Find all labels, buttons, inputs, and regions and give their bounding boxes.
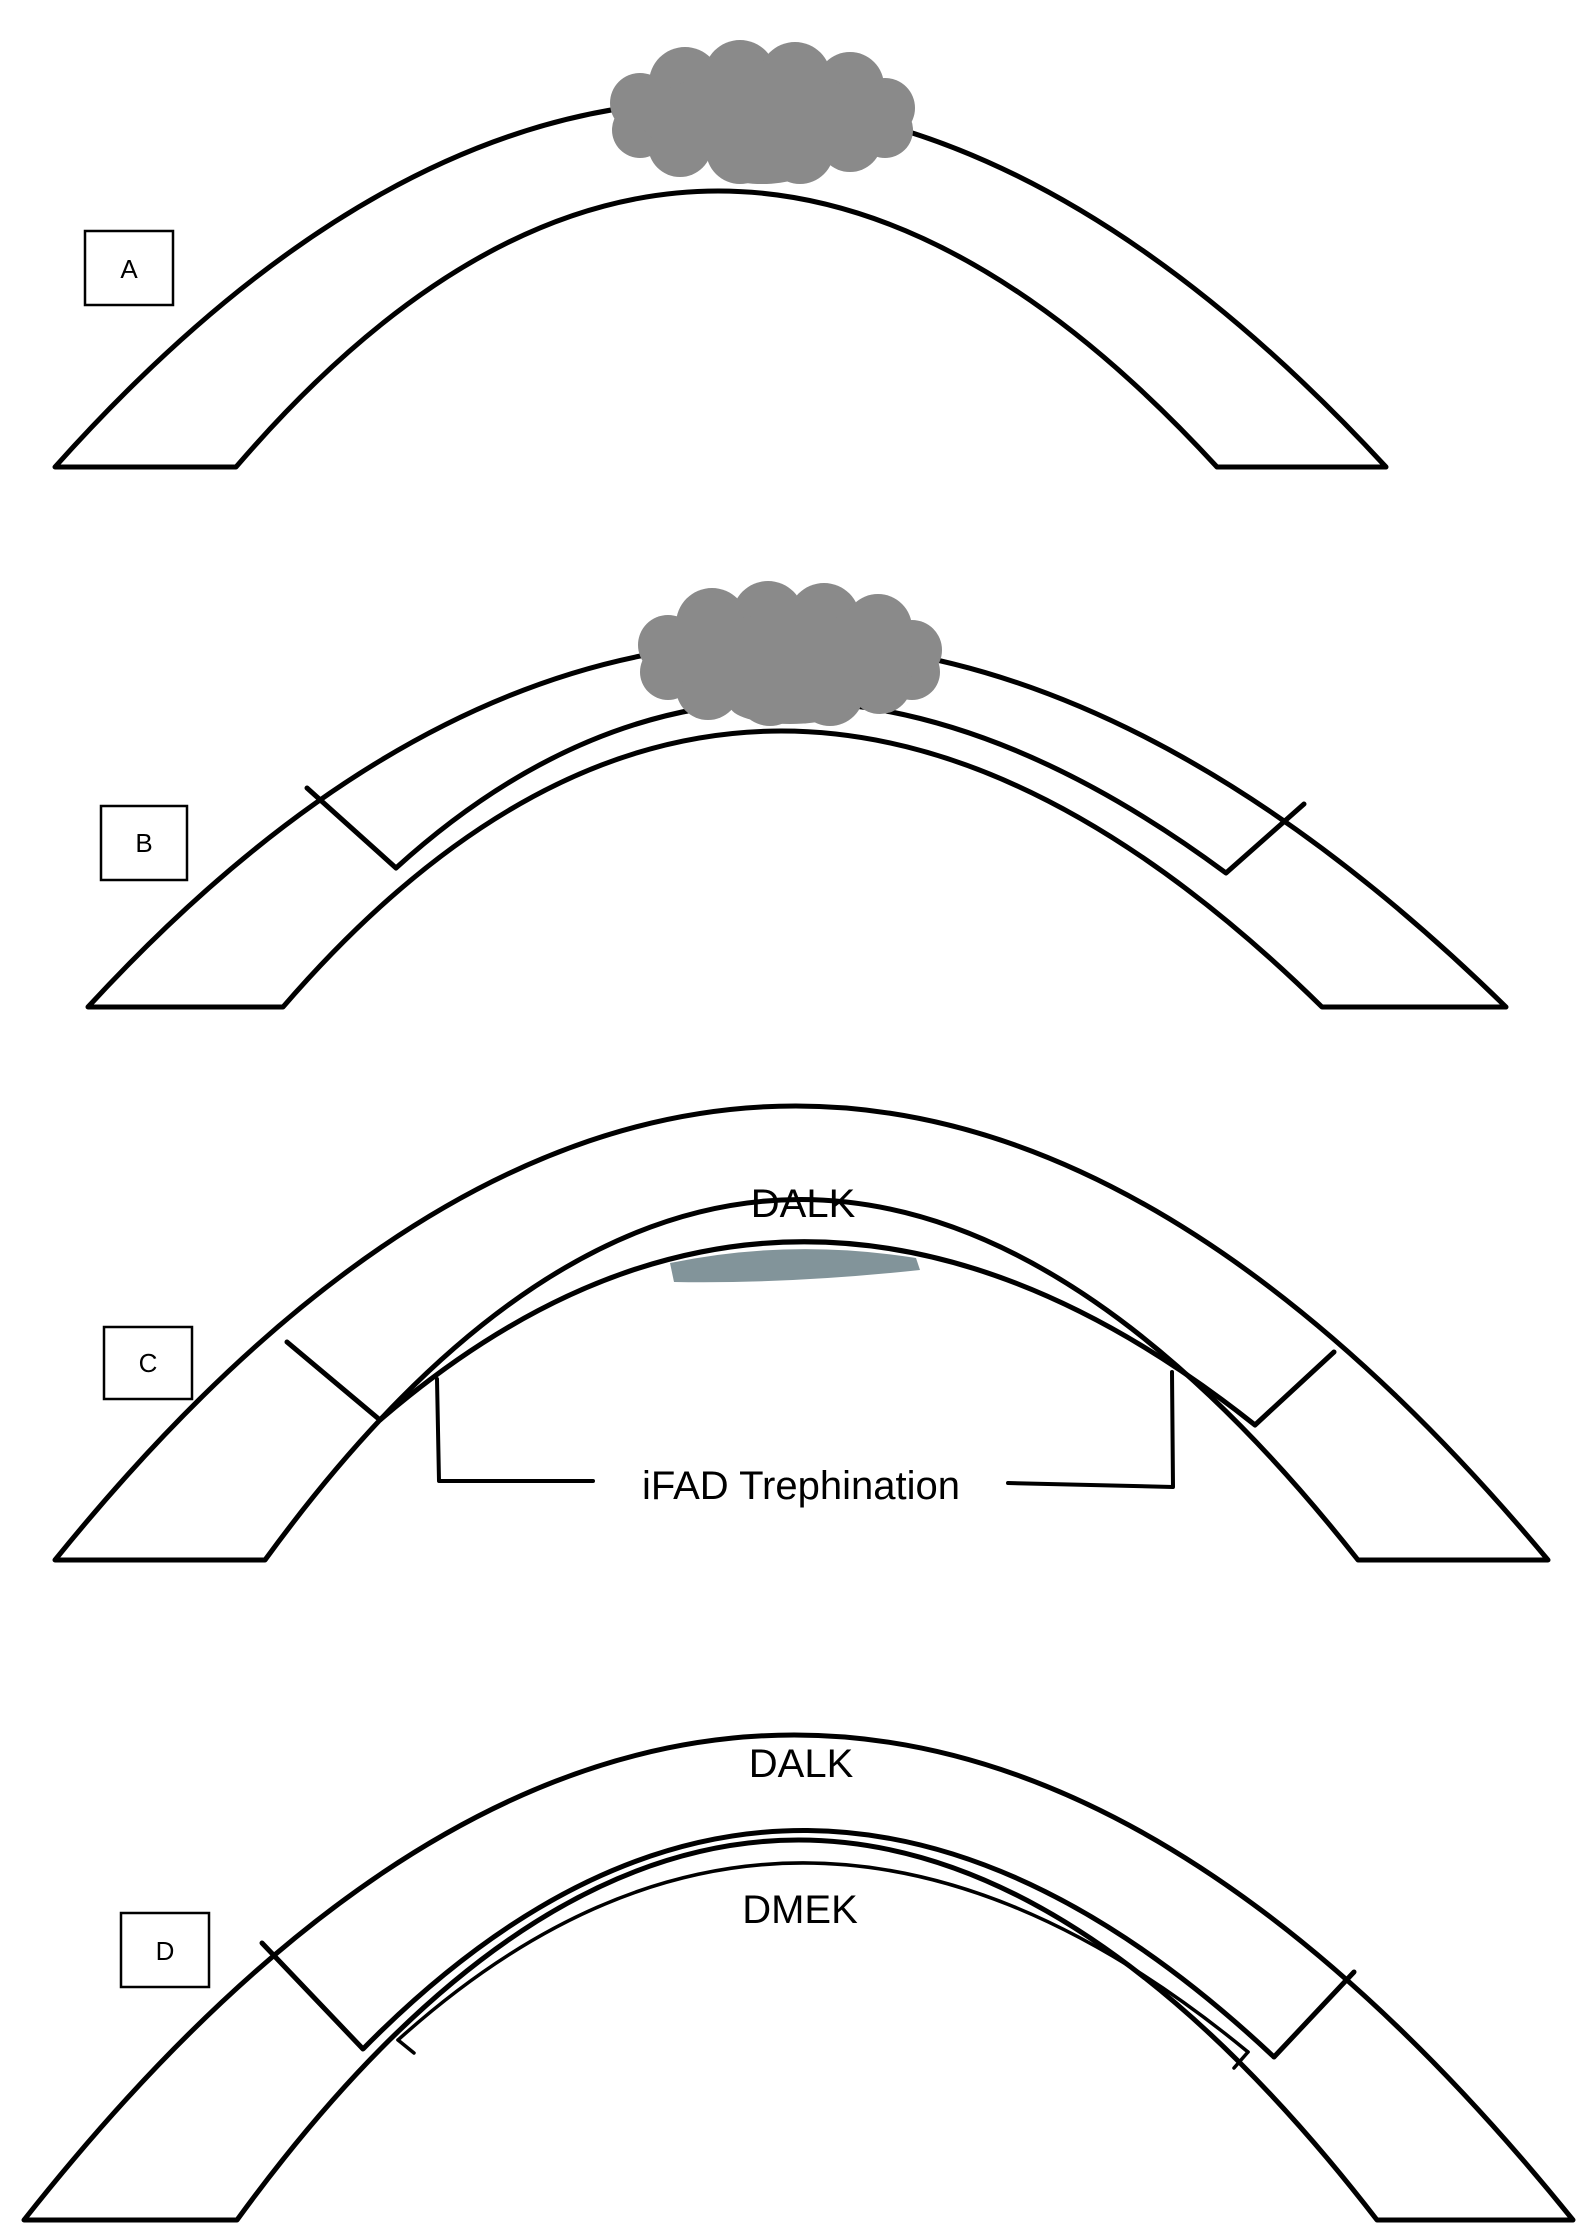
descemet-disc-c	[670, 1249, 920, 1283]
panel-c: DALK iFAD Trephination C	[52, 1103, 1551, 1563]
panel-d: DALK DMEK D	[21, 1732, 1576, 2223]
panel-label-box-b	[99, 804, 189, 882]
panel-label-c: C	[139, 1348, 158, 1378]
panel-b: B	[85, 581, 1509, 1010]
trephination-label-c: iFAD Trephination	[642, 1464, 960, 1508]
panel-label-b: B	[135, 828, 152, 858]
corneal-opacity-cloud-b	[638, 581, 942, 726]
trephination-bracket-left-c	[435, 1377, 595, 1483]
corneal-opacity-cloud-a	[610, 40, 915, 184]
graft-label-c: DALK	[751, 1182, 856, 1226]
panel-label-a: A	[120, 254, 138, 284]
panel-a: A	[52, 40, 1389, 470]
dalk-graft-interface-d	[259, 1828, 1357, 2060]
trephination-bracket-right-c	[1006, 1370, 1175, 1489]
panel-label-box-a	[83, 229, 175, 307]
cornea-outline-d	[21, 1732, 1576, 2223]
panel-label-box-d	[119, 1911, 211, 1989]
recipient-cornea-outline-b	[85, 639, 1509, 1010]
graft-label-d: DALK	[749, 1742, 854, 1786]
dalk-graft-interface-c	[284, 1239, 1337, 1428]
cornea-outline-a	[52, 98, 1389, 470]
panel-label-d: D	[156, 1936, 175, 1966]
dmek-edge-left-d	[396, 2038, 416, 2055]
cornea-outline-c	[52, 1103, 1551, 1563]
dmek-label-d: DMEK	[742, 1888, 858, 1932]
dmek-graft-d	[396, 1861, 1250, 2054]
dmek-edge-right-d	[1232, 2050, 1250, 2070]
panel-label-box-c	[102, 1325, 194, 1401]
